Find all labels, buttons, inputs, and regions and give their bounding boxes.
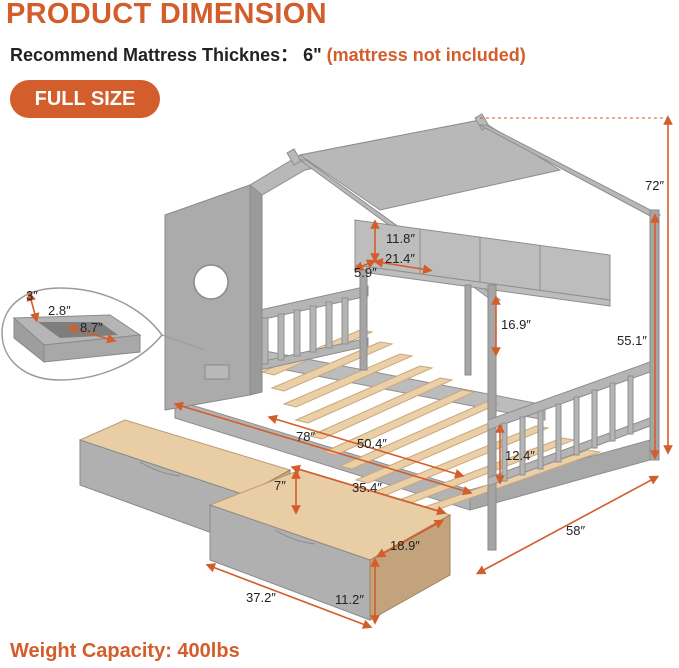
- label-cup-d1: 3″: [26, 288, 38, 303]
- dim-line-shelf-width: [373, 258, 433, 274]
- label-drawer-front: 11.2″: [335, 592, 364, 607]
- weight-capacity: Weight Capacity: 400lbs: [10, 640, 240, 662]
- label-shelf-depth: 5.9″: [354, 265, 377, 280]
- label-cup-d3: 8.7″: [80, 320, 103, 335]
- dim-line-drawer-length: [290, 464, 447, 516]
- dim-line-cup-length: [67, 324, 117, 344]
- label-drawer-height: 7″: [274, 478, 286, 493]
- label-length: 78″: [296, 429, 315, 444]
- label-shelf-drop: 16.9″: [501, 317, 531, 332]
- label-drawer-length: 35.4″: [352, 480, 382, 495]
- mattress-label: Recommend Mattress Thicknes：: [10, 45, 299, 65]
- mattress-note: (mattress not included): [326, 45, 526, 65]
- size-badge: FULL SIZE: [10, 80, 160, 118]
- label-height-side: 55.1″: [617, 333, 647, 348]
- back-guard-rail: [259, 285, 369, 371]
- page-title: PRODUCT DIMENSION: [6, 0, 327, 30]
- headboard: [164, 184, 263, 411]
- dim-line-drawer-width: [205, 563, 373, 629]
- label-cup-d2: 2.8″: [48, 303, 71, 318]
- label-height-total: 72″: [645, 178, 664, 193]
- label-drawer-width: 37.2″: [246, 590, 276, 605]
- dim-line-shelf-depth: [353, 259, 377, 271]
- label-width: 58″: [566, 523, 585, 538]
- label-shelf-height: 11.8″: [386, 231, 415, 246]
- label-rail-height: 12.4″: [505, 448, 535, 463]
- label-inner-length: 50.4″: [357, 436, 387, 451]
- label-drawer-depth: 18.9″: [390, 538, 420, 553]
- dim-line-drawer-depth: [375, 519, 445, 558]
- mattress-recommendation: Recommend Mattress Thicknes： 6" (mattres…: [10, 41, 526, 67]
- dim-line-width: [475, 475, 660, 575]
- dim-line-cup-depth: [26, 291, 40, 323]
- dimension-lines: [26, 115, 673, 629]
- label-shelf-width: 21.4″: [385, 251, 415, 266]
- dimension-labels: 72″ 55.1″ 58″ 78″ 50.4″ 11.8″ 21.4″ 5.9″…: [26, 178, 664, 607]
- mattress-value: 6": [303, 45, 322, 65]
